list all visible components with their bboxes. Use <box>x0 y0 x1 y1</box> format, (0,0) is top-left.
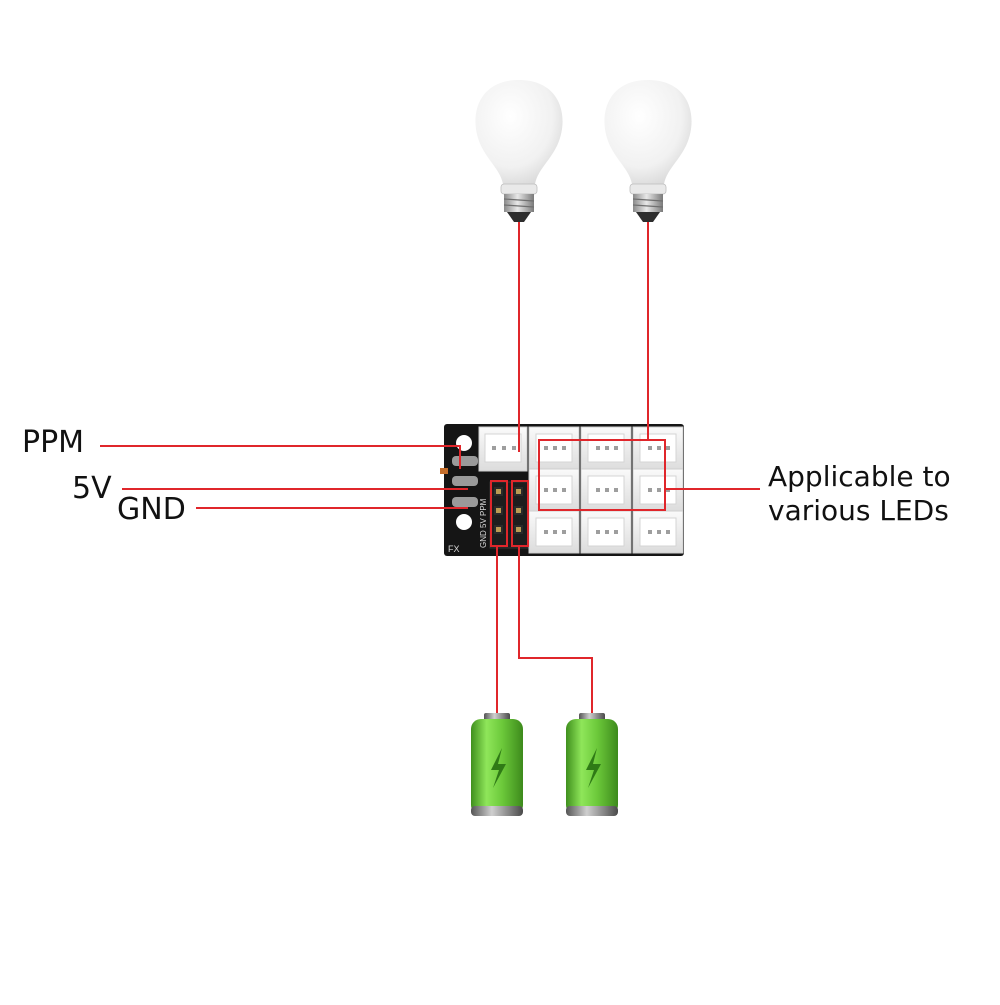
lightning-icon <box>491 748 506 788</box>
led-connector <box>478 426 528 472</box>
connector-highlight-box <box>538 439 666 511</box>
header-highlight-1 <box>490 480 508 547</box>
silkscreen-code: FX <box>448 544 460 554</box>
light-bulb-icon <box>475 80 563 222</box>
ppm-pad <box>452 456 478 466</box>
led-connector-grid <box>528 426 684 554</box>
silkscreen-pins: GND 5V PPM <box>479 498 488 548</box>
lightning-icon <box>586 748 601 788</box>
5v-label: 5V <box>72 471 112 506</box>
gnd-label: GND <box>117 492 186 527</box>
light-bulb-icon <box>604 80 692 222</box>
gnd-pad <box>452 497 478 507</box>
battery-2-wire <box>518 546 593 713</box>
wires <box>100 222 760 713</box>
applicable-line-2: various LEDs <box>768 494 949 527</box>
ppm-label: PPM <box>22 425 85 460</box>
5v-pad <box>452 476 478 486</box>
pin-header <box>489 481 529 549</box>
applicable-line-1: Applicable to <box>768 460 951 493</box>
battery-icon <box>471 713 523 816</box>
ppm-wire <box>100 445 461 469</box>
battery-icon <box>566 713 618 816</box>
applicable-leds-label: Applicable to various LEDs <box>768 460 951 528</box>
led-board: FX GND 5V PPM <box>440 424 684 556</box>
